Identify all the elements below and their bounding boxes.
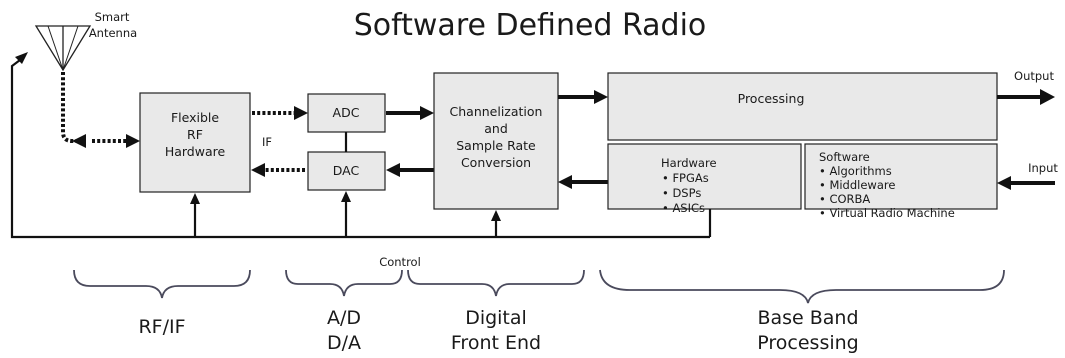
software-block bbox=[804, 143, 998, 210]
smart-antenna-icon bbox=[34, 25, 92, 72]
software-item: • Virtual Radio Machine bbox=[819, 206, 955, 220]
adc-to-chan-arrowhead bbox=[420, 106, 434, 120]
software-item: • Algorithms bbox=[819, 164, 892, 178]
channelization-label: Conversion bbox=[461, 155, 531, 170]
channelization-block bbox=[433, 72, 559, 210]
software-heading: Software bbox=[819, 150, 870, 164]
processing-block bbox=[607, 72, 998, 141]
channelization-label: and bbox=[484, 121, 508, 136]
input-label: Input bbox=[1028, 161, 1058, 175]
dac-label: DAC bbox=[333, 163, 360, 178]
antenna-feed-dotted bbox=[61, 72, 82, 143]
control-tap-chan-arrowhead bbox=[491, 210, 501, 221]
channelization-label: Channelization bbox=[450, 104, 543, 119]
control-tap-rf-arrowhead bbox=[190, 193, 200, 204]
brace-digital-front-end bbox=[407, 269, 585, 297]
control-arrowhead bbox=[15, 52, 28, 64]
group-label-ad-da: A/D bbox=[327, 307, 361, 329]
group-label-dfe: Digital bbox=[465, 307, 527, 329]
output-arrowhead bbox=[1040, 89, 1055, 105]
hw-to-chan-arrowhead bbox=[558, 175, 572, 189]
chan-to-processing-arrowhead bbox=[594, 90, 608, 104]
antenna-rf-arrowhead bbox=[72, 134, 86, 148]
diagram-title: Software Defined Radio bbox=[354, 8, 707, 43]
output-label: Output bbox=[1014, 69, 1054, 83]
group-label-dfe: Front End bbox=[451, 332, 541, 354]
dac-block bbox=[307, 151, 386, 191]
rf-hardware-label: RF bbox=[187, 127, 203, 142]
antenna-label: Antenna bbox=[89, 26, 137, 40]
group-label-rf-if: RF/IF bbox=[138, 316, 185, 338]
control-label: Control bbox=[379, 255, 421, 269]
antenna-label: Smart bbox=[95, 10, 130, 24]
if-label: IF bbox=[262, 135, 272, 149]
hardware-block bbox=[607, 143, 802, 210]
channelization-label: Sample Rate bbox=[456, 138, 536, 153]
software-item: • Middleware bbox=[819, 178, 895, 192]
control-tap-dac-arrowhead bbox=[341, 191, 351, 202]
brace-baseband bbox=[599, 269, 1005, 304]
brace-rf-if bbox=[73, 269, 251, 299]
brace-ad-da bbox=[285, 269, 403, 297]
group-label-baseband: Base Band bbox=[757, 307, 858, 329]
adc-label: ADC bbox=[333, 105, 360, 120]
rf-hardware-label: Hardware bbox=[165, 144, 226, 159]
rf-hardware-block bbox=[139, 92, 251, 193]
hardware-item: • ASICs bbox=[662, 201, 705, 215]
processing-label: Processing bbox=[738, 91, 805, 106]
software-item: • CORBA bbox=[819, 192, 870, 206]
hardware-item: • FPGAs bbox=[662, 171, 709, 185]
group-label-ad-da: D/A bbox=[327, 332, 361, 354]
hardware-heading: Hardware bbox=[661, 156, 717, 170]
chan-to-dac-arrowhead bbox=[386, 163, 400, 177]
hardware-item: • DSPs bbox=[662, 186, 701, 200]
group-label-baseband: Processing bbox=[757, 332, 858, 354]
rf-to-adc-arrowhead bbox=[294, 106, 308, 120]
rf-hardware-label: Flexible bbox=[171, 110, 219, 125]
dac-to-rf-arrowhead bbox=[251, 163, 265, 177]
input-arrowhead bbox=[997, 176, 1011, 190]
control-bus-line bbox=[10, 56, 710, 239]
rf-antenna-arrowhead bbox=[126, 134, 140, 148]
